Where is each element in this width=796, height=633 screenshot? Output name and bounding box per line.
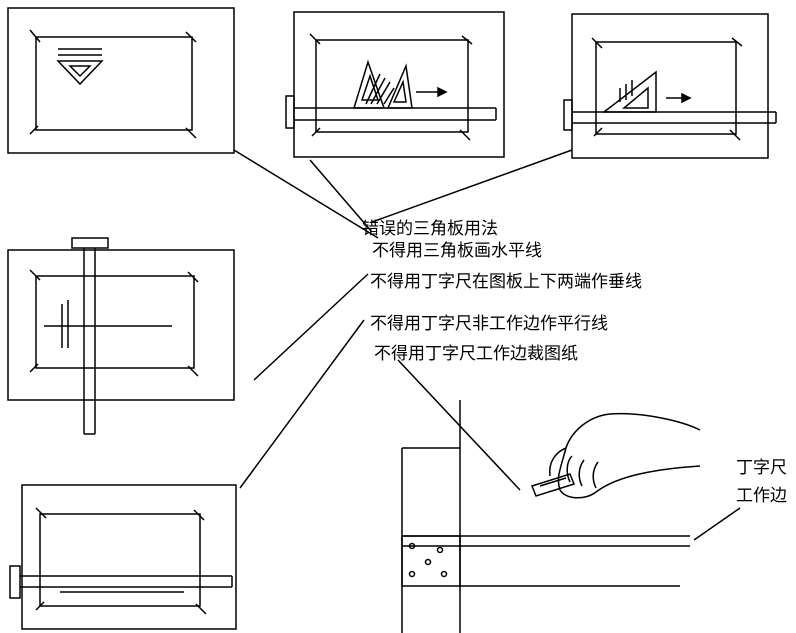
panel-triangle-horizontal bbox=[7, 7, 235, 154]
rule-triangle-horizontal: 不得用三角板画水平线 bbox=[372, 241, 542, 261]
arrow-right-icon bbox=[681, 92, 692, 104]
working-edge-label-line2: 工作边 bbox=[736, 486, 787, 506]
rule-tsquare-non-working-edge: 不得用丁字尺非工作边作平行线 bbox=[370, 314, 608, 334]
panel-tsquare-non-working-edge bbox=[9, 484, 237, 630]
arrow-right-icon bbox=[437, 86, 448, 98]
rule-tsquare-vertical: 不得用丁字尺在图板上下两端作垂线 bbox=[370, 272, 642, 292]
panel-tsquare-triangles bbox=[285, 11, 505, 158]
pointer-lines bbox=[233, 149, 741, 541]
panel-cutting-paper bbox=[401, 400, 701, 633]
panel-tsquare-vertical bbox=[7, 237, 235, 435]
rule-tsquare-cutting-paper: 不得用丁字尺工作边裁图纸 bbox=[374, 344, 578, 364]
panel-tsquare-triangle-right bbox=[563, 13, 777, 159]
working-edge-label-line1: 丁字尺 bbox=[736, 458, 787, 478]
title-label: 错误的三角板用法 bbox=[362, 219, 498, 239]
